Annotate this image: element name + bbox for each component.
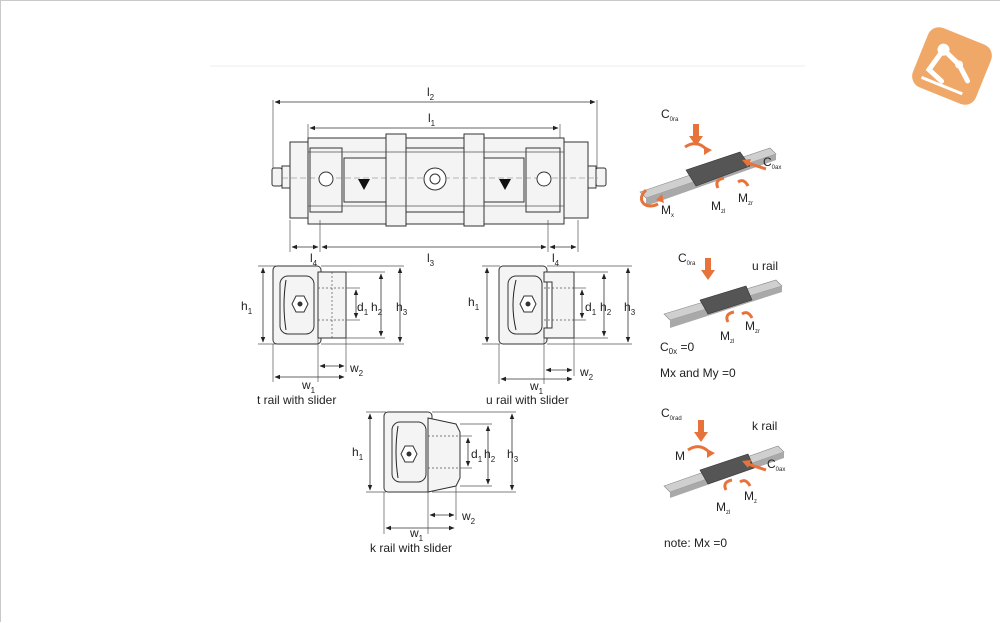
k-rail-w2: w2	[461, 509, 476, 526]
t-rail-d1: d1	[357, 300, 369, 317]
k-rail-h3: h3	[507, 447, 519, 464]
load1-c0ax: C0ax	[763, 155, 781, 171]
u-rail-d1: d1	[585, 300, 597, 317]
load1-mzl: Mzl	[711, 199, 725, 215]
top-view: l2 l1	[271, 85, 607, 268]
load1-mzr: Mzr	[738, 191, 753, 207]
load3-mzl: Mzl	[716, 500, 730, 516]
load2-title: u rail	[752, 259, 778, 273]
robot-arm-icon	[912, 27, 992, 105]
k-rail-section: h1 d1 h2 h3 w2 w1 k rail with slider	[352, 411, 519, 555]
load1-mx: Mx	[661, 203, 674, 219]
t-rail-w1: w1	[301, 378, 316, 395]
load-panel-t-rail: C0ra C0ax Mx Mzl Mzr	[639, 107, 781, 219]
u-rail-section: h1 d1 h2 h3 w2 w1 u rail with slider	[468, 265, 636, 407]
dim-l4-right: l4	[552, 251, 560, 268]
load2-mzl: Mzl	[720, 329, 734, 345]
load2-c0x: C0x =0	[660, 340, 694, 356]
load2-c0ra: C0ra	[678, 251, 696, 267]
dim-l4-left: l4	[310, 251, 318, 268]
load3-c0rad: C0rad	[661, 406, 682, 422]
k-rail-w1: w1	[409, 526, 424, 543]
u-rail-h2: h2	[600, 300, 612, 317]
dim-l3: l3	[427, 251, 435, 268]
load-panel-u-rail: C0ra u rail Mzl Mzr C0x =0 Mx and My =0	[660, 251, 783, 380]
t-rail-section: h1 d1 h2 h3 w2 w1 t rail with s	[241, 265, 408, 407]
u-rail-w2: w2	[579, 365, 594, 382]
u-rail-h1: h1	[468, 295, 480, 312]
load3-note: note: Mx =0	[664, 536, 727, 550]
u-rail-h3: h3	[624, 300, 636, 317]
t-rail-h1: h1	[241, 299, 253, 316]
load2-mzr: Mzr	[745, 319, 760, 335]
load1-c0ra: C0ra	[661, 107, 679, 123]
u-rail-w1: w1	[529, 379, 544, 396]
t-rail-h3: h3	[396, 300, 408, 317]
load2-note: Mx and My =0	[660, 366, 736, 380]
k-rail-caption: k rail with slider	[370, 541, 452, 555]
k-rail-d1: d1	[471, 447, 483, 464]
load3-mz: Mz	[744, 489, 757, 505]
load-panel-k-rail: C0rad k rail M C0ax Mzl Mz note: Mx =0	[661, 406, 785, 550]
load3-m: M	[675, 449, 685, 463]
u-rail-caption: u rail with slider	[486, 393, 569, 407]
load3-c0ax: C0ax	[767, 457, 785, 473]
dim-l2: l2	[427, 85, 435, 102]
t-rail-w2: w2	[349, 361, 364, 378]
load3-title: k rail	[752, 419, 777, 433]
k-rail-h2: h2	[484, 447, 496, 464]
dim-l1: l1	[428, 111, 436, 128]
t-rail-h2: h2	[371, 300, 383, 317]
k-rail-h1: h1	[352, 445, 364, 462]
t-rail-caption: t rail with slider	[257, 393, 336, 407]
